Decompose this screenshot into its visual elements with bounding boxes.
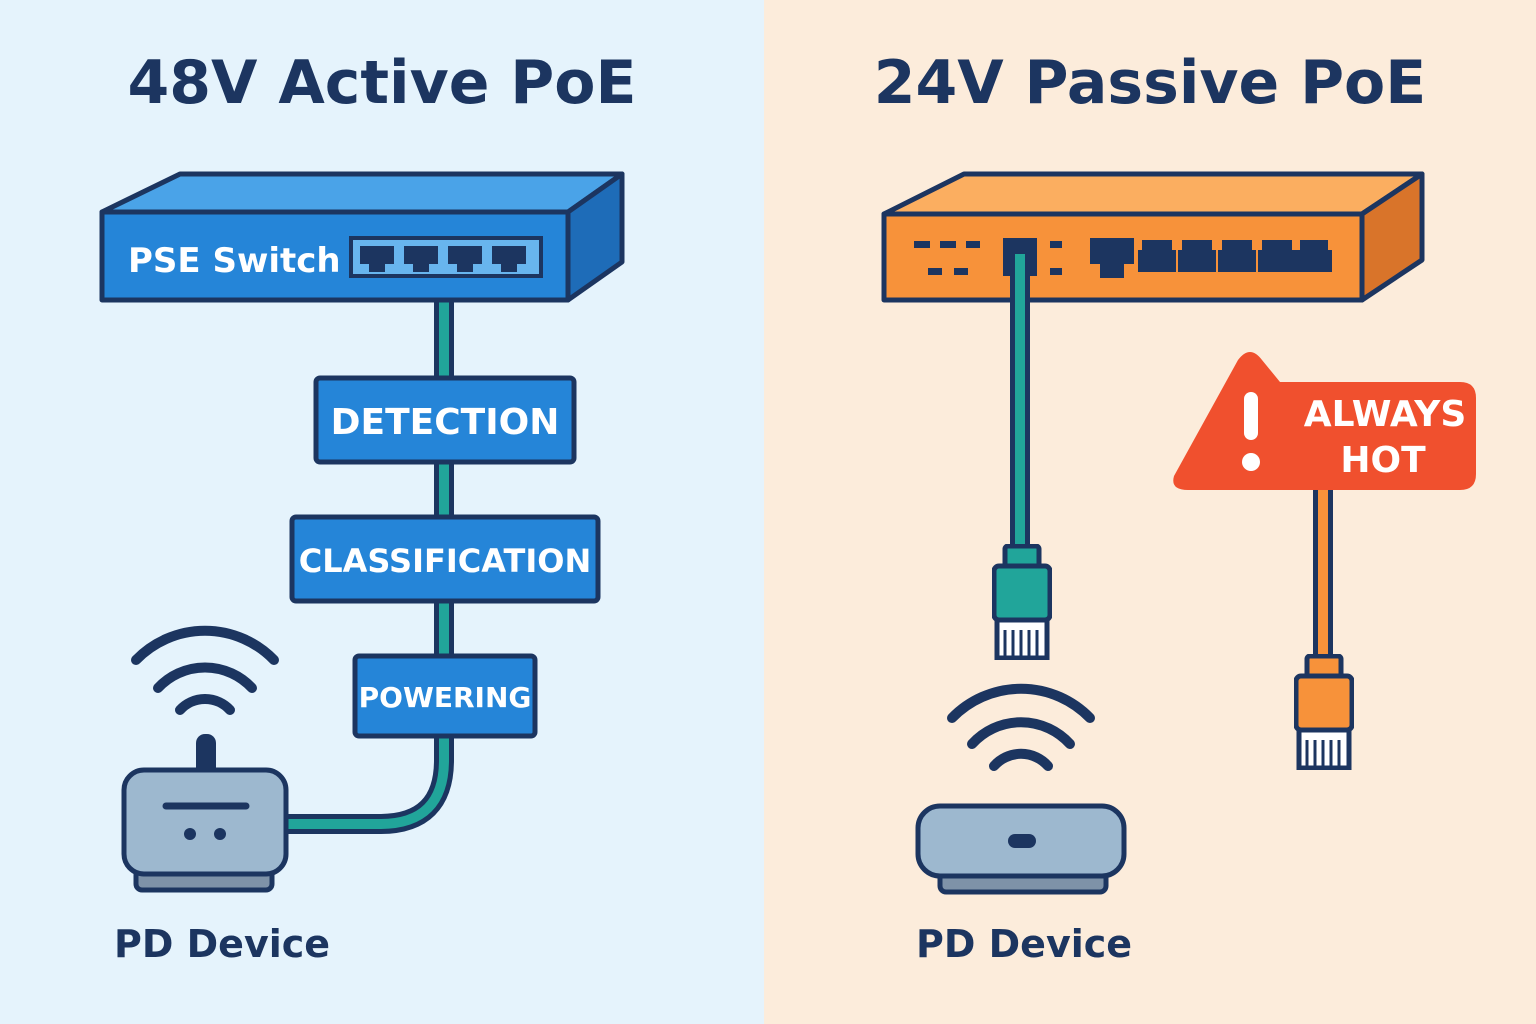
wifi-icon (947, 683, 1095, 771)
pd-device-label-passive: PD Device (916, 922, 1133, 966)
active-poe-title: 48V Active PoE (127, 48, 637, 118)
warning-text-line-1: ALWAYS (1304, 394, 1467, 435)
ethernet-plug-icon (994, 546, 1050, 658)
stage-detection-label: DETECTION (331, 402, 560, 443)
router-icon (915, 803, 1127, 895)
router-icon (121, 734, 289, 893)
warning-icon (1173, 352, 1476, 490)
stage-powering: POWERING (352, 653, 538, 739)
passive-poe-title: 24V Passive PoE (873, 48, 1427, 118)
stage-powering-label: POWERING (359, 681, 532, 714)
stage-classification: CLASSIFICATION (289, 514, 601, 604)
pd-device-label-active: PD Device (114, 922, 331, 966)
pse-switch-icon (99, 171, 625, 303)
stage-detection: DETECTION (313, 375, 577, 465)
pse-switch-label: PSE Switch (128, 241, 341, 281)
ethernet-plug-icon (1296, 656, 1352, 768)
warning-text-line-2: HOT (1340, 440, 1426, 481)
stage-classification-label: CLASSIFICATION (299, 542, 591, 580)
passive-poe-panel (764, 0, 1536, 1024)
wifi-icon (131, 625, 279, 715)
passive-switch-icon (881, 171, 1425, 303)
